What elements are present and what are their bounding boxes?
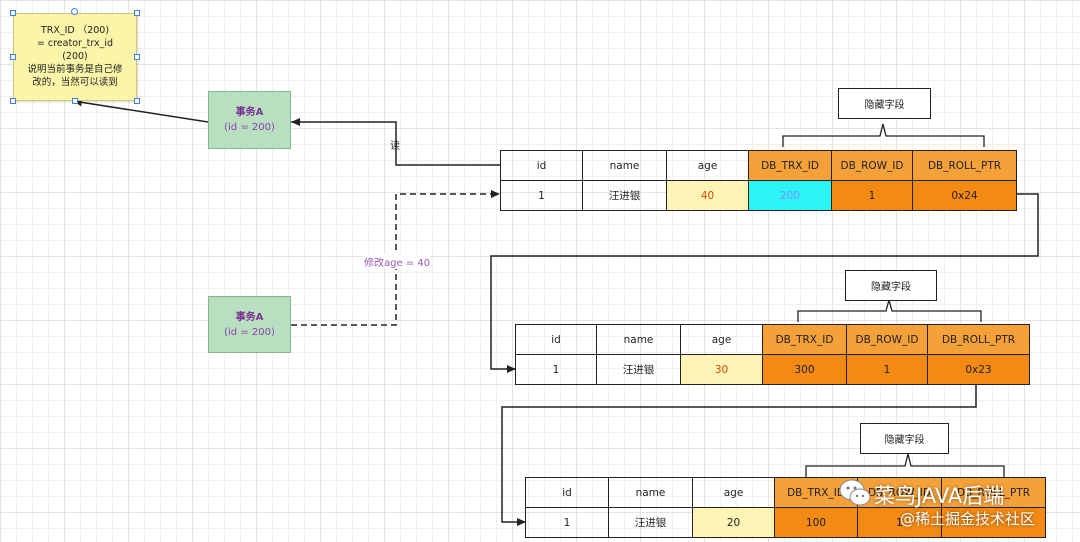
cell-db-trx-id: 300 xyxy=(762,354,847,385)
transaction-name: 事务A xyxy=(235,107,264,118)
transaction-id: (id = 200) xyxy=(224,326,275,338)
cell-id: 1 xyxy=(525,507,609,538)
cell-db-row-id: 1 xyxy=(857,507,942,538)
resize-handle-br[interactable] xyxy=(134,98,140,104)
cell-db-row-id: 1 xyxy=(846,354,928,385)
resize-handle-l[interactable] xyxy=(10,54,16,60)
arrow-rollptr-2 xyxy=(501,383,977,526)
table-header-row: id name age DB_TRX_ID DB_ROW_ID DB_ROLL_… xyxy=(525,477,1046,508)
resize-handle-tl[interactable] xyxy=(10,10,16,16)
col-db-roll-ptr: DB_ROLL_PTR xyxy=(927,324,1030,355)
cell-age: 40 xyxy=(666,180,749,211)
transaction-id: (id = 200) xyxy=(224,122,275,133)
cell-id: 1 xyxy=(515,354,597,385)
hidden-fields-brace-1 xyxy=(782,123,985,147)
arrow-txn-to-note xyxy=(72,98,209,123)
col-name: name xyxy=(608,477,693,508)
hidden-fields-label-3: 隐藏字段 xyxy=(860,423,949,454)
col-db-row-id: DB_ROW_ID xyxy=(857,477,942,508)
col-db-trx-id: DB_TRX_ID xyxy=(774,477,858,508)
resize-handle-tr[interactable] xyxy=(134,10,140,16)
modify-label: 修改age = 40 xyxy=(364,254,431,269)
resize-handle-bl[interactable] xyxy=(10,98,16,104)
col-db-trx-id: DB_TRX_ID xyxy=(762,324,847,355)
col-id: id xyxy=(515,324,597,355)
note-line-5: 改的，当然可以读到 xyxy=(32,77,118,88)
hidden-fields-brace-2 xyxy=(797,297,982,322)
cell-age: 20 xyxy=(692,507,775,538)
cell-name: 汪进银 xyxy=(582,180,667,211)
explanation-note[interactable]: TRX_ID （200) = creator_trx_id (200) 说明当前… xyxy=(13,13,137,101)
table-header-row: id name age DB_TRX_ID DB_ROW_ID DB_ROLL_… xyxy=(515,324,1030,355)
arrow-rollptr-1 xyxy=(490,193,1039,373)
table-row: 1 汪进银 30 300 1 0x23 xyxy=(515,354,1030,385)
transaction-a-read[interactable]: 事务A (id = 200) xyxy=(208,91,291,149)
cell-db-roll-ptr: 0x23 xyxy=(927,354,1030,385)
resize-handle-b[interactable] xyxy=(72,98,78,104)
row-version-table-3: id name age DB_TRX_ID DB_ROW_ID DB_ROLL_… xyxy=(525,477,1046,538)
col-id: id xyxy=(500,150,583,181)
col-id: id xyxy=(525,477,609,508)
hidden-fields-label-2: 隐藏字段 xyxy=(845,270,937,301)
table-row: 1 汪进银 40 200 1 0x24 xyxy=(500,180,1017,211)
cell-name: 汪进银 xyxy=(608,507,693,538)
col-name: name xyxy=(596,324,681,355)
note-line-2: = creator_trx_id xyxy=(36,38,114,49)
col-db-row-id: DB_ROW_ID xyxy=(846,324,928,355)
cell-db-trx-id: 100 xyxy=(774,507,858,538)
col-age: age xyxy=(692,477,775,508)
col-age: age xyxy=(680,324,763,355)
row-version-table-1: id name age DB_TRX_ID DB_ROW_ID DB_ROLL_… xyxy=(500,150,1017,211)
note-line-1: TRX_ID （200) xyxy=(40,25,110,36)
col-age: age xyxy=(666,150,749,181)
hidden-fields-label-1: 隐藏字段 xyxy=(838,88,931,119)
cell-age: 30 xyxy=(680,354,763,385)
col-db-trx-id: DB_TRX_ID xyxy=(748,150,832,181)
rotate-handle[interactable] xyxy=(71,8,78,15)
cell-db-trx-id: 200 xyxy=(748,180,832,211)
cell-id: 1 xyxy=(500,180,583,211)
table-row: 1 汪进银 20 100 1 xyxy=(525,507,1046,538)
col-db-row-id: DB_ROW_ID xyxy=(831,150,913,181)
table-header-row: id name age DB_TRX_ID DB_ROW_ID DB_ROLL_… xyxy=(500,150,1017,181)
read-label: 读 xyxy=(390,141,400,152)
col-db-roll-ptr: DB_ROLL_PTR xyxy=(912,150,1017,181)
cell-db-roll-ptr xyxy=(941,507,1046,538)
transaction-name: 事务A xyxy=(235,311,264,323)
transaction-a-modify[interactable]: 事务A (id = 200) xyxy=(208,296,291,353)
arrow-read xyxy=(291,118,500,166)
col-db-roll-ptr: DB_ROLL_PTR xyxy=(941,477,1046,508)
note-line-4: 说明当前事务是自己修 xyxy=(27,64,123,75)
cell-db-roll-ptr: 0x24 xyxy=(912,180,1017,211)
note-line-3: (200) xyxy=(62,51,88,62)
cell-name: 汪进银 xyxy=(596,354,681,385)
col-name: name xyxy=(582,150,667,181)
cell-db-row-id: 1 xyxy=(831,180,913,211)
hidden-fields-brace-3 xyxy=(805,453,1005,477)
row-version-table-2: id name age DB_TRX_ID DB_ROW_ID DB_ROLL_… xyxy=(515,324,1030,385)
resize-handle-r[interactable] xyxy=(134,54,140,60)
